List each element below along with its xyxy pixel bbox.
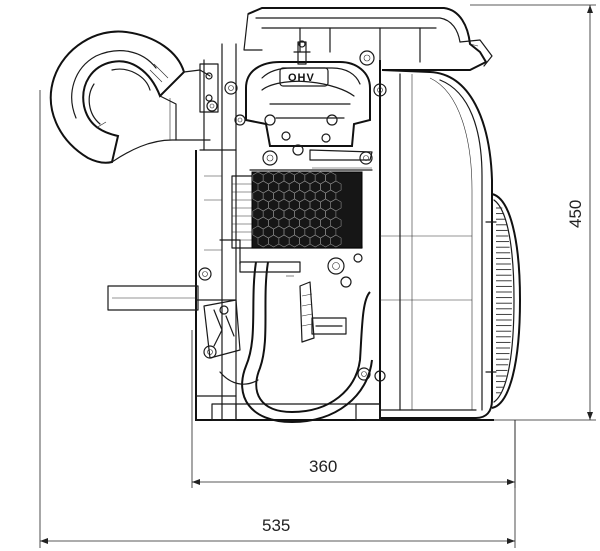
crankshaft bbox=[107, 285, 199, 311]
dimension-height: 450 bbox=[566, 200, 585, 228]
mounting-base bbox=[196, 403, 494, 421]
flywheel-screen bbox=[485, 193, 522, 409]
blower-housing bbox=[380, 69, 493, 419]
breather-hose bbox=[219, 261, 373, 424]
dimension-block-width: 360 bbox=[309, 457, 337, 476]
ohv-logo-text: OHV bbox=[288, 72, 315, 84]
exhaust-screen bbox=[251, 171, 363, 249]
starter-assembly bbox=[203, 239, 347, 359]
air-intake-elbow bbox=[49, 30, 211, 164]
ohv-logo: OHV bbox=[279, 67, 329, 87]
screen-mesh-cell bbox=[330, 234, 342, 248]
fuel-filter bbox=[299, 281, 315, 343]
fuel-tank bbox=[243, 7, 493, 71]
cylinder-head bbox=[245, 40, 371, 147]
throttle-linkage bbox=[249, 149, 373, 171]
dimension-overall-width: 535 bbox=[262, 516, 290, 535]
